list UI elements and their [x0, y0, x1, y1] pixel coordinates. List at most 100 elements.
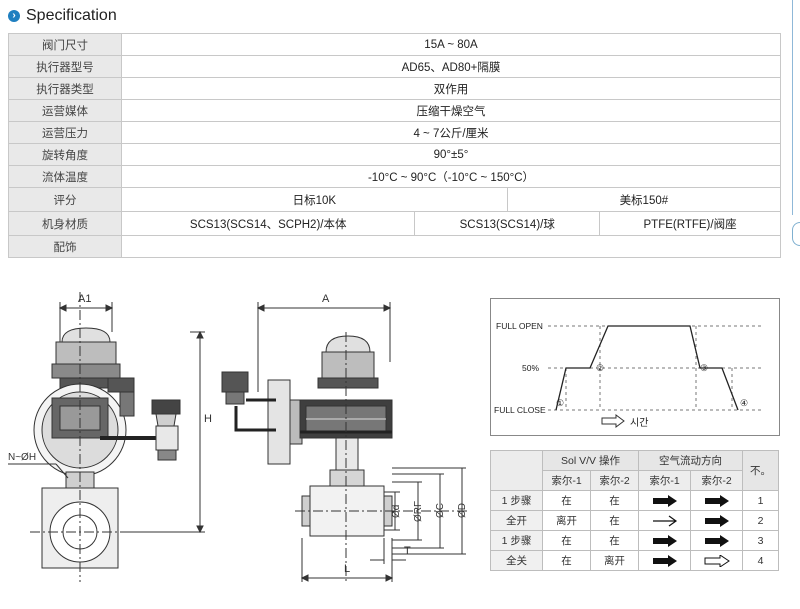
table-row: 1 步骤 在 在 3: [490, 530, 779, 551]
dim-t-label: T: [404, 545, 411, 557]
marker-4: ④: [740, 398, 748, 408]
air1-cell: [638, 530, 691, 551]
dim-n-phi-h-label: N~ØH: [8, 452, 36, 463]
spec-value: 4 ~ 7公斤/厘米: [121, 121, 781, 144]
spec-value: [121, 235, 781, 258]
dim-phi-d-label: Ød: [391, 505, 402, 518]
air2-cell: [690, 510, 743, 531]
no-header: 不。: [742, 450, 779, 491]
specification-table: 阀门尺寸 15A ~ 80A 执行器型号 AD65、AD80+隔膜 执行器类型 …: [8, 33, 782, 258]
no-cell: 4: [742, 550, 779, 571]
spec-value: -10°C ~ 90°C（-10°C ~ 150°C）: [121, 165, 781, 188]
spec-value: 压缩干燥空气: [121, 99, 781, 122]
sub-header: 索尔-2: [690, 470, 743, 491]
page-edge-line: [792, 0, 793, 215]
sol2-cell: 在: [590, 530, 639, 551]
sol2-cell: 在: [590, 510, 639, 531]
table-row: 运营压力 4 ~ 7公斤/厘米: [8, 121, 781, 144]
table-row: 运营媒体 压缩干燥空气: [8, 99, 781, 122]
marker-3: ③: [700, 363, 708, 373]
spec-label: 机身材质: [8, 211, 122, 236]
table-row: 流体温度 -10°C ~ 90°C（-10°C ~ 150°C）: [8, 165, 781, 188]
air-header: 空气流动方向: [638, 450, 743, 471]
table-row: 全关 在 离开 4: [490, 550, 779, 571]
marker-2: ②: [596, 363, 604, 373]
chevron-right-icon: ›: [8, 10, 20, 22]
table-row: 1 步骤 在 在 1: [490, 490, 779, 511]
spec-value: 美标150#: [506, 187, 782, 212]
table-row: 执行器类型 双作用: [8, 77, 781, 100]
spec-value: 日标10K: [121, 187, 508, 212]
outline-arrow-icon: [704, 554, 730, 567]
spec-value: PTFE(RTFE)/阀座: [599, 211, 781, 236]
dim-phi-c-label: ØC: [435, 503, 446, 518]
solid-arrow-icon: [652, 534, 677, 547]
sub-header: 索尔-2: [590, 470, 639, 491]
air2-cell: [690, 550, 743, 571]
dim-l-label: L: [344, 563, 350, 575]
corner-cell: [490, 450, 543, 491]
sol2-cell: 在: [590, 490, 639, 511]
solid-arrow-icon: [704, 494, 729, 507]
side-view: A1 H N~ØH: [8, 292, 212, 582]
spec-label: 配饰: [8, 235, 122, 258]
air2-cell: [690, 530, 743, 551]
table-row: 旋转角度 90°±5°: [8, 143, 781, 166]
spec-label: 评分: [8, 187, 122, 212]
spec-label: 执行器类型: [8, 77, 122, 100]
table-row: 配饰: [8, 235, 781, 258]
step-cell: 全关: [490, 550, 543, 571]
no-cell: 1: [742, 490, 779, 511]
step-cell: 1 步骤: [490, 490, 543, 511]
solid-arrow-icon: [704, 514, 729, 527]
dim-phi-big-d-label: ØD: [457, 503, 468, 518]
spec-label: 阀门尺寸: [8, 33, 122, 56]
spec-value: AD65、AD80+隔膜: [121, 55, 781, 78]
table-row: 全开 离开 在 2: [490, 510, 779, 531]
spec-label: 流体温度: [8, 165, 122, 188]
sub-header: 索尔-1: [638, 470, 691, 491]
step-cell: 全开: [490, 510, 543, 531]
table-row: 评分 日标10K 美标150#: [8, 187, 782, 212]
table-row: Sol V/V 操作 空气流动方向 不。: [490, 450, 779, 491]
spec-value: SCS13(SCS14、SCPH2)/本体: [120, 211, 416, 236]
operation-table: Sol V/V 操作 空气流动方向 不。 索尔-1 索尔-2 索尔-1 索尔-2…: [490, 450, 779, 571]
air1-cell: [638, 550, 691, 571]
air1-cell: [638, 510, 691, 531]
timing-frame: [490, 298, 780, 436]
spec-label: 旋转角度: [8, 143, 122, 166]
time-label: 시간: [630, 417, 648, 429]
spec-value: 双作用: [121, 77, 781, 100]
dim-phi-rf-label: ØRF: [413, 501, 424, 522]
time-arrow-icon: [601, 414, 625, 428]
table-row: 索尔-1 索尔-2 索尔-1 索尔-2: [491, 470, 779, 491]
solid-arrow-icon: [652, 494, 677, 507]
step-cell: 1 步骤: [490, 530, 543, 551]
table-row: 执行器型号 AD65、AD80+隔膜: [8, 55, 781, 78]
timing-chart: FULL OPEN 50% FULL CLOSE ① ② ③ ④ 시간: [490, 298, 780, 436]
sol1-cell: 在: [542, 530, 591, 551]
table-row: 机身材质 SCS13(SCS14、SCPH2)/本体 SCS13(SCS14)/…: [8, 211, 781, 236]
timing-guides: [548, 325, 762, 411]
spec-value: 15A ~ 80A: [121, 33, 781, 56]
valve-drawing: A1 H N~ØH: [8, 292, 470, 582]
table-row: 阀门尺寸 15A ~ 80A: [8, 33, 781, 56]
sol2-cell: 离开: [590, 550, 639, 571]
sol1-cell: 在: [542, 490, 591, 511]
dim-h-label: H: [204, 413, 212, 425]
spec-value: 90°±5°: [121, 143, 781, 166]
no-cell: 2: [742, 510, 779, 531]
sol-header: Sol V/V 操作: [542, 450, 639, 471]
sub-header: 索尔-1: [542, 470, 591, 491]
thin-arrow-icon: [652, 515, 677, 527]
pct50-label: 50%: [522, 363, 539, 373]
front-view: A Ød ØRF ØC ØD: [221, 293, 470, 582]
section-title: Specification: [26, 7, 117, 24]
no-cell: 3: [742, 530, 779, 551]
side-tab-handle[interactable]: [792, 222, 800, 246]
spec-value: SCS13(SCS14)/球: [414, 211, 601, 236]
sol1-cell: 在: [542, 550, 591, 571]
spec-label: 运营压力: [8, 121, 122, 144]
marker-1: ①: [556, 398, 564, 408]
timing-curve: [555, 325, 739, 411]
